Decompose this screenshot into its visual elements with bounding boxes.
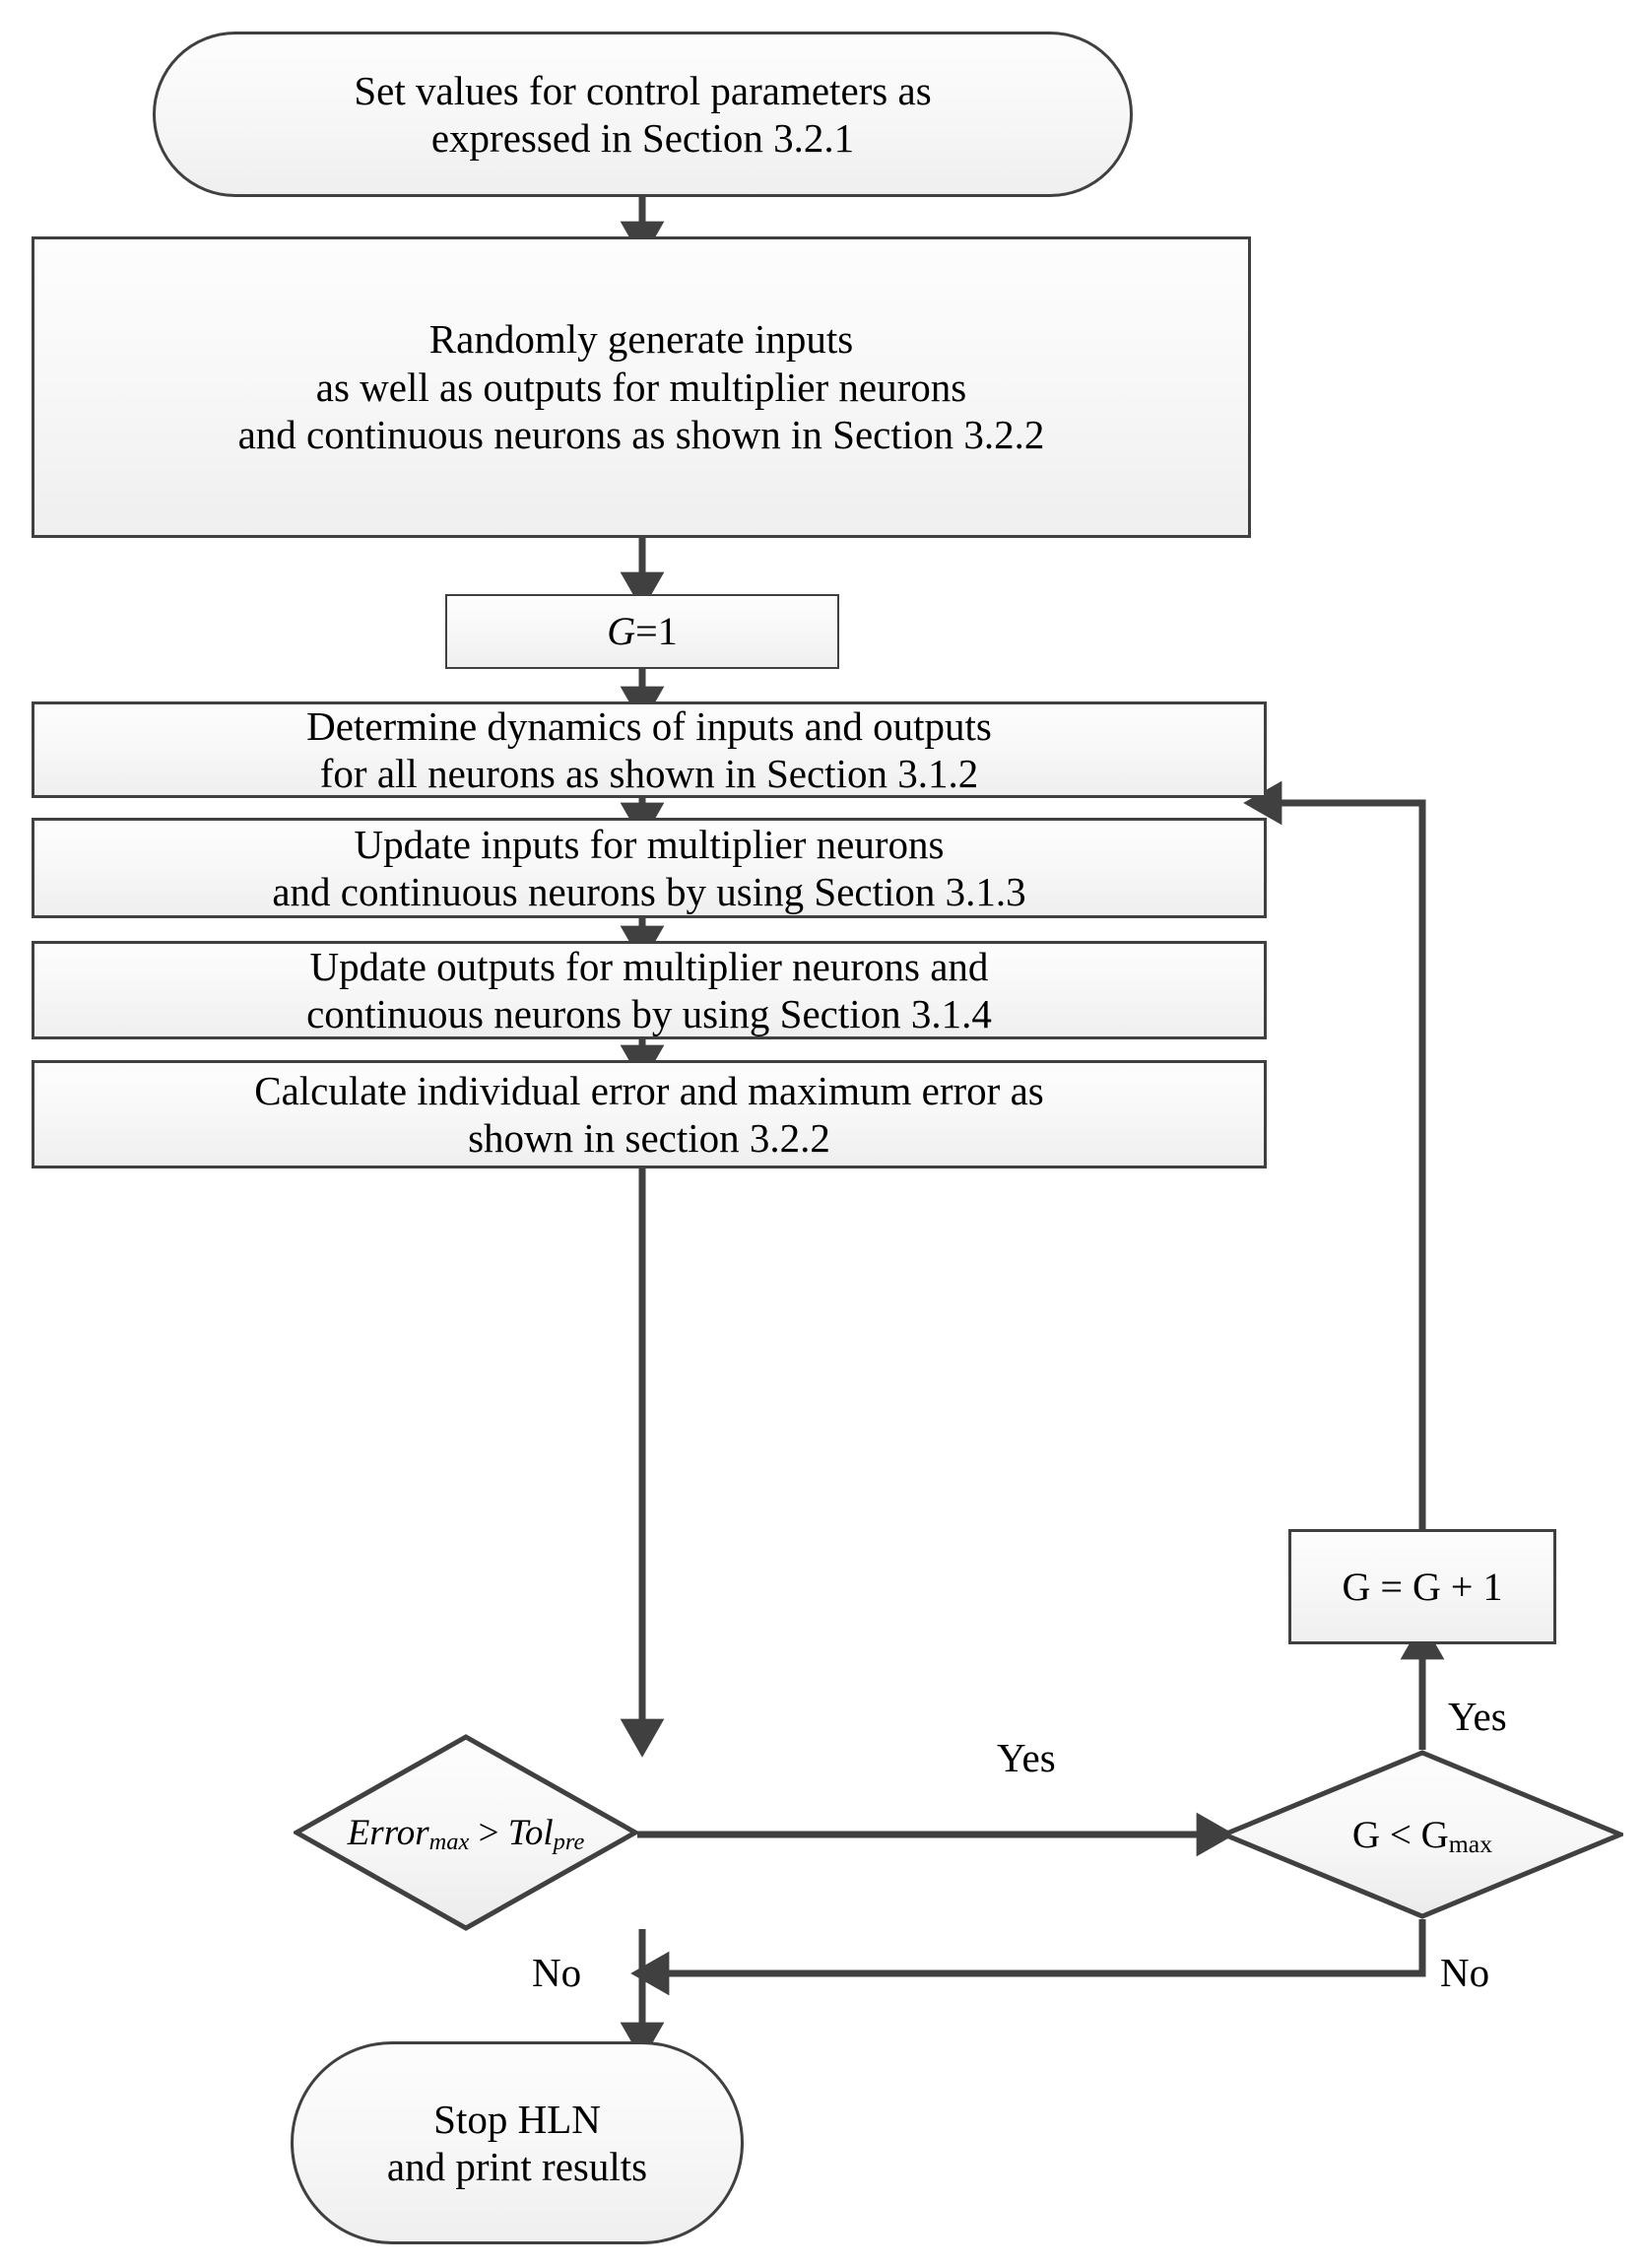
- generation-decision-lhs: G: [1351, 1813, 1381, 1856]
- node-determine-dynamics-line2: for all neurons as shown in Section 3.1.…: [319, 751, 979, 796]
- edge-generationdecision-no-to-stop: [630, 1919, 1426, 1996]
- node-increment-g-text: G = G + 1: [1342, 1564, 1503, 1609]
- error-decision-operator: >: [478, 1812, 499, 1853]
- error-decision-lhs: Error: [347, 1812, 429, 1853]
- error-decision-shape: [294, 1734, 638, 1931]
- edge-label-error-no: No: [532, 1950, 582, 1995]
- node-determine-dynamics-line1: Determine dynamics of inputs and outputs: [306, 702, 992, 749]
- node-stop-line2: and print results: [386, 2144, 648, 2189]
- edge-label-generation-yes: Yes: [1448, 1694, 1507, 1739]
- node-stop[interactable]: Stop HLN and print results: [291, 2041, 744, 2244]
- node-update-outputs-line1: Update outputs for multiplier neurons an…: [309, 943, 989, 989]
- node-g-init[interactable]: G=1: [445, 594, 839, 669]
- edge-increment-to-determine: [1243, 780, 1426, 1529]
- node-error-decision[interactable]: Errormax > Tolpre: [294, 1734, 638, 1931]
- node-g-init-variable: G: [607, 609, 636, 654]
- node-update-inputs-line2: and continuous neurons by using Section …: [272, 869, 1026, 914]
- generation-decision-rhs-subscript: max: [1448, 1830, 1493, 1859]
- node-increment-g[interactable]: G = G + 1: [1288, 1529, 1556, 1644]
- node-g-init-value: =1: [635, 609, 678, 654]
- edge-label-error-yes: Yes: [997, 1735, 1056, 1780]
- node-determine-dynamics[interactable]: Determine dynamics of inputs and outputs…: [32, 701, 1267, 798]
- generation-decision-shape: [1221, 1750, 1623, 1919]
- edge-label-generation-no: No: [1440, 1950, 1490, 1995]
- node-update-inputs-line1: Update inputs for multiplier neurons: [354, 821, 945, 867]
- generation-decision-operator: <: [1389, 1813, 1412, 1856]
- node-randomly-generate-line3: and continuous neurons as shown in Secti…: [237, 412, 1045, 458]
- node-start-line2: expressed in Section 3.2.1: [430, 115, 855, 161]
- node-stop-line1: Stop HLN: [433, 2096, 601, 2142]
- node-randomly-generate-line2: as well as outputs for multiplier neuron…: [315, 364, 967, 410]
- node-start-line1: Set values for control parameters as: [354, 67, 932, 113]
- error-decision-rhs-subscript: pre: [553, 1828, 585, 1855]
- node-calculate-error-line2: shown in section 3.2.2: [468, 1115, 830, 1161]
- generation-decision-rhs: G: [1420, 1813, 1449, 1856]
- node-generation-decision[interactable]: G < Gmax: [1221, 1750, 1623, 1919]
- node-update-outputs[interactable]: Update outputs for multiplier neurons an…: [32, 941, 1267, 1039]
- node-calculate-error-line1: Calculate individual error and maximum e…: [254, 1067, 1044, 1113]
- node-update-inputs[interactable]: Update inputs for multiplier neurons and…: [32, 818, 1267, 918]
- node-start[interactable]: Set values for control parameters as exp…: [153, 32, 1133, 197]
- node-update-outputs-line2: continuous neurons by using Section 3.1.…: [306, 991, 992, 1036]
- node-randomly-generate-line1: Randomly generate inputs: [428, 316, 854, 363]
- error-decision-rhs: Tol: [507, 1812, 554, 1853]
- node-calculate-error[interactable]: Calculate individual error and maximum e…: [32, 1060, 1267, 1168]
- node-randomly-generate[interactable]: Randomly generate inputs as well as outp…: [32, 236, 1251, 538]
- error-decision-lhs-subscript: max: [428, 1828, 470, 1855]
